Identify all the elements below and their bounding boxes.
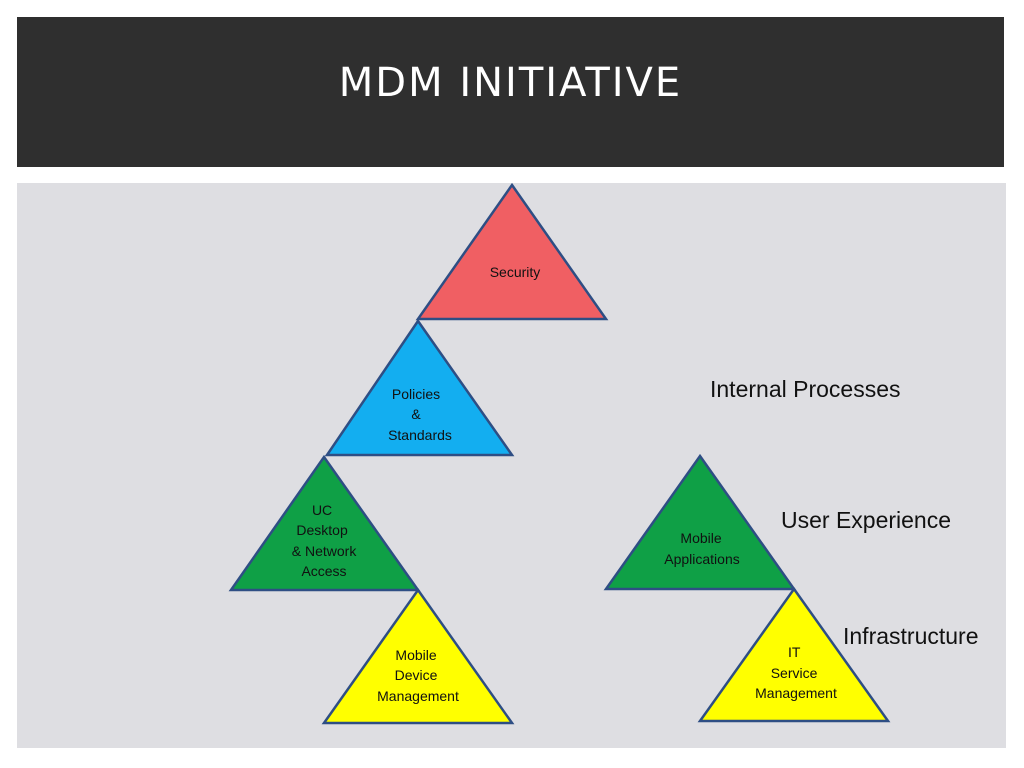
triangle-mdm: Mobile Device Management (321, 587, 515, 725)
triangle-label-security: Security (490, 264, 541, 280)
slide-title: MDM INITIATIVE (338, 60, 683, 106)
triangle-label-itsm: IT Service Management (755, 644, 837, 701)
triangle-uc: UC Desktop & Network Access (228, 454, 421, 592)
triangle-shape-uc (228, 454, 421, 592)
triangle-shape-mdm (321, 587, 515, 725)
triangle-label-policies: Policies & Standards (388, 386, 452, 443)
title-bar: MDM INITIATIVE (17, 17, 1004, 167)
triangle-label-mobile-apps: Mobile Applications (664, 530, 740, 567)
triangle-policies: Policies & Standards (324, 318, 515, 457)
label-internal-processes: Internal Processes (710, 376, 900, 402)
triangle-security: Security (415, 182, 609, 321)
triangle-mobile-apps: Mobile Applications (603, 453, 797, 591)
triangle-label-uc: UC Desktop & Network Access (292, 502, 360, 579)
triangle-shape-security (415, 182, 609, 321)
triangle-label-mdm: Mobile Device Management (377, 647, 459, 704)
triangle-shape-mobile-apps (603, 453, 797, 591)
triangle-shape-itsm (697, 586, 891, 723)
triangle-itsm: IT Service Management (697, 586, 891, 723)
triangle-shape-policies (324, 318, 515, 457)
label-infrastructure: Infrastructure (843, 623, 979, 649)
label-user-experience: User Experience (781, 507, 951, 533)
